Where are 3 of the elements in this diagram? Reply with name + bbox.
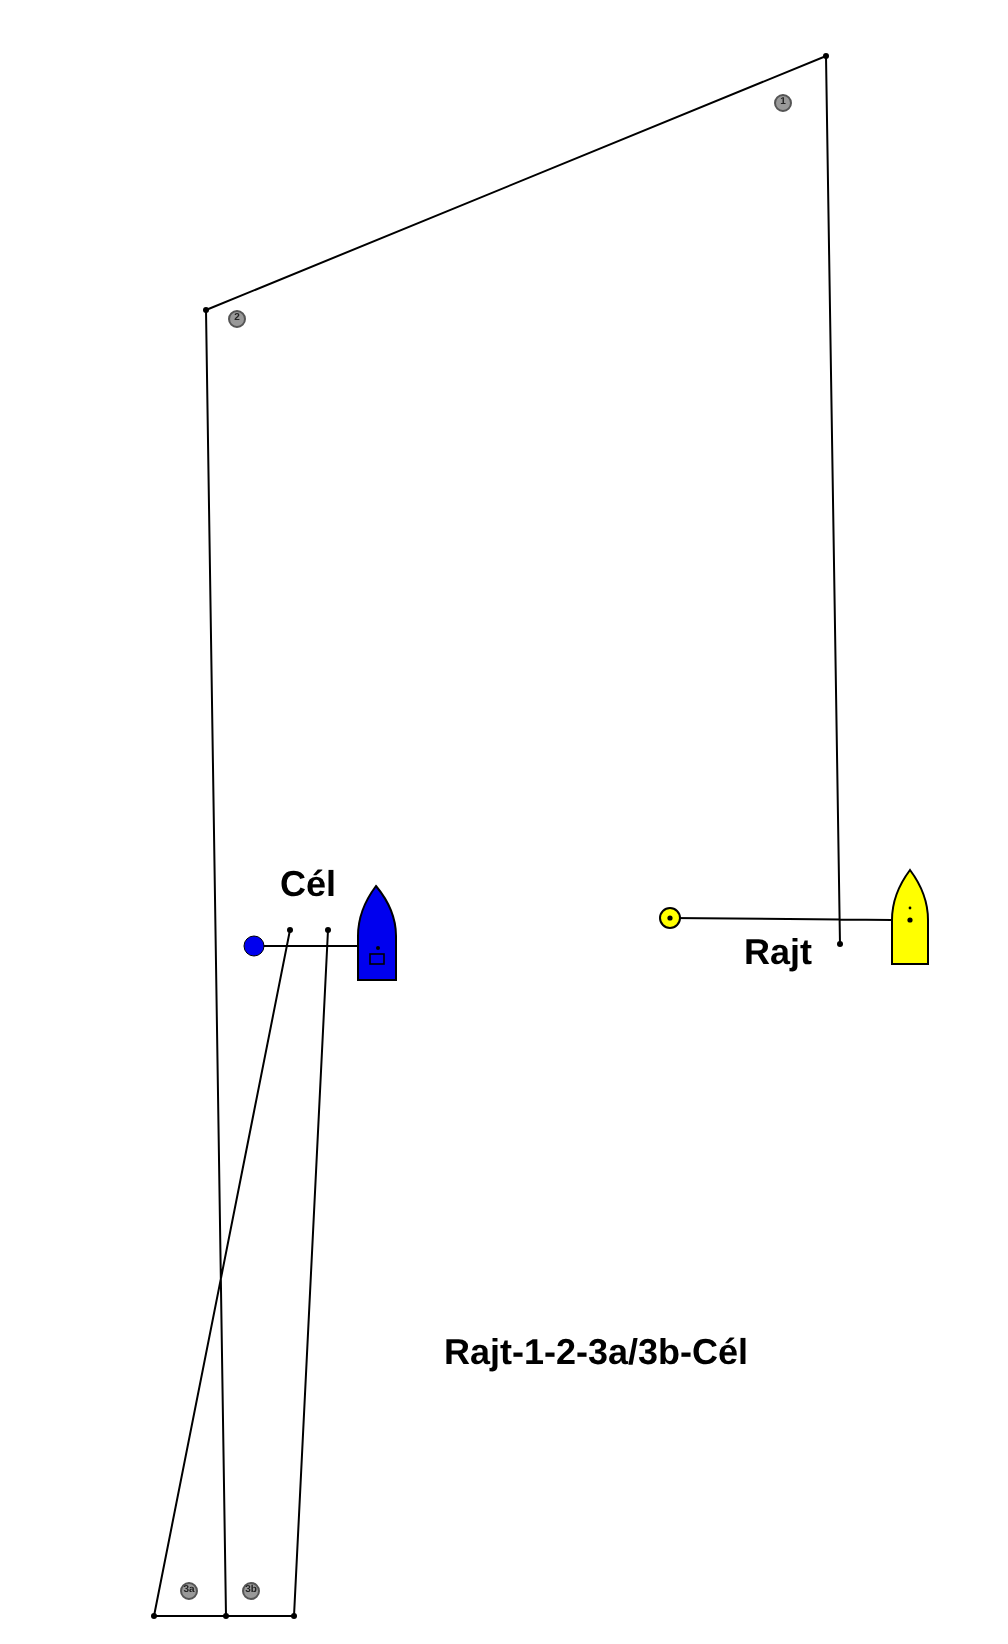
text-label: Rajt-1-2-3a/3b-Cél (444, 1334, 749, 1370)
text-label: Rajt (744, 934, 813, 970)
text-label: Cél (280, 866, 337, 902)
